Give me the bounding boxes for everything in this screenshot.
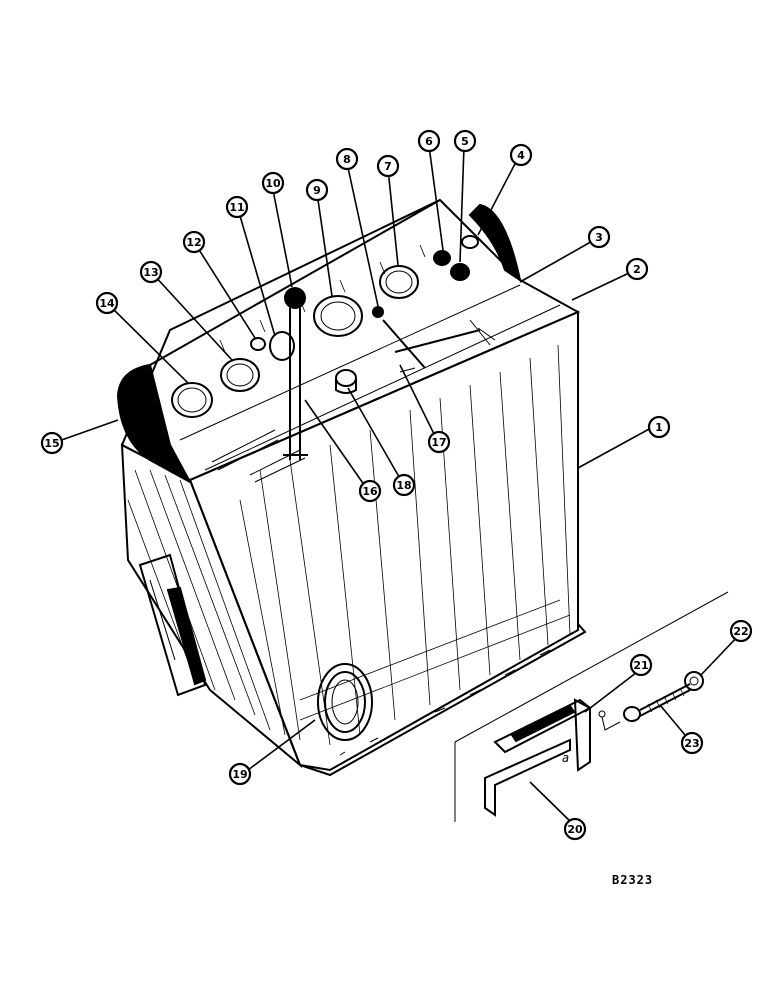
- callout-5: 5: [453, 129, 477, 153]
- gauges: [171, 235, 479, 418]
- callout-11: 11: [225, 195, 249, 219]
- svg-text:12: 12: [186, 236, 201, 249]
- callout-1: 1: [647, 415, 671, 439]
- callout-21: 21: [629, 653, 653, 677]
- callout-3: 3: [587, 225, 611, 249]
- gauge-9: [313, 295, 363, 337]
- callout-15: 15: [40, 431, 64, 455]
- svg-text:6: 6: [425, 135, 433, 148]
- gauge-11: [269, 331, 295, 361]
- callouts: 1 2 3 4 5 6 7 8 9 10 11 12 13 14 15 16 1…: [40, 129, 753, 841]
- callout-12: 12: [182, 230, 206, 254]
- leader-lines: [55, 145, 741, 827]
- tank-body: [120, 310, 587, 777]
- callout-16: 16: [358, 479, 382, 503]
- callout-18: 18: [392, 473, 416, 497]
- svg-text:19: 19: [232, 768, 247, 781]
- callout-17: 17: [427, 430, 451, 454]
- svg-text:23: 23: [684, 737, 699, 750]
- callout-2: 2: [625, 257, 649, 281]
- svg-text:21: 21: [633, 659, 648, 672]
- svg-text:1: 1: [655, 421, 663, 434]
- item-12: [250, 337, 266, 351]
- side-bracket: [138, 553, 207, 697]
- lamp-8: [372, 306, 384, 318]
- gauge-14: [171, 382, 213, 418]
- svg-text:17: 17: [431, 436, 446, 449]
- svg-text:7: 7: [384, 160, 392, 173]
- bracket-20: a: [484, 698, 591, 817]
- svg-text:14: 14: [99, 297, 115, 310]
- wire-assembly-23: [598, 683, 691, 731]
- bottom-flange-bolts: [339, 649, 551, 756]
- svg-text:13: 13: [143, 266, 158, 279]
- svg-text:20: 20: [567, 823, 583, 836]
- callout-10: 10: [261, 171, 285, 195]
- callout-4: 4: [509, 143, 533, 167]
- svg-text:5: 5: [461, 135, 469, 148]
- callout-19: 19: [228, 762, 252, 786]
- callout-6: 6: [417, 129, 441, 153]
- drawing-code: B2323: [612, 873, 653, 887]
- svg-text:10: 10: [265, 177, 281, 190]
- bracket-mark: a: [562, 751, 570, 765]
- filler-cap: [335, 369, 357, 394]
- svg-text:11: 11: [229, 201, 244, 214]
- callout-7: 7: [376, 154, 400, 178]
- svg-text:9: 9: [313, 184, 321, 197]
- callout-9: 9: [305, 178, 329, 202]
- svg-text:15: 15: [44, 437, 59, 450]
- left-end-cap: [116, 363, 193, 485]
- switch-4: [461, 235, 479, 249]
- callout-23: 23: [680, 731, 704, 755]
- detail-divider: [454, 591, 729, 743]
- svg-text:2: 2: [633, 263, 641, 276]
- callout-20: 20: [563, 817, 587, 841]
- control-lever: [211, 287, 308, 483]
- callout-14: 14: [95, 291, 119, 315]
- instrument-panel: [116, 198, 581, 485]
- linkage: [382, 319, 496, 373]
- gauge-7: [379, 265, 419, 299]
- svg-text:8: 8: [343, 153, 351, 166]
- grommet-22: [684, 671, 704, 691]
- svg-text:18: 18: [396, 479, 411, 492]
- side-face-shading: [127, 469, 271, 731]
- svg-text:22: 22: [733, 625, 748, 638]
- knob-6: [433, 250, 451, 266]
- knob-5: [450, 263, 470, 281]
- sight-gauge: [317, 663, 373, 741]
- svg-text:3: 3: [595, 231, 603, 244]
- callout-13: 13: [139, 260, 163, 284]
- callout-8: 8: [335, 147, 359, 171]
- gauge-13: [220, 358, 260, 392]
- svg-text:16: 16: [362, 485, 378, 498]
- svg-text:4: 4: [517, 149, 525, 162]
- callout-22: 22: [729, 619, 753, 643]
